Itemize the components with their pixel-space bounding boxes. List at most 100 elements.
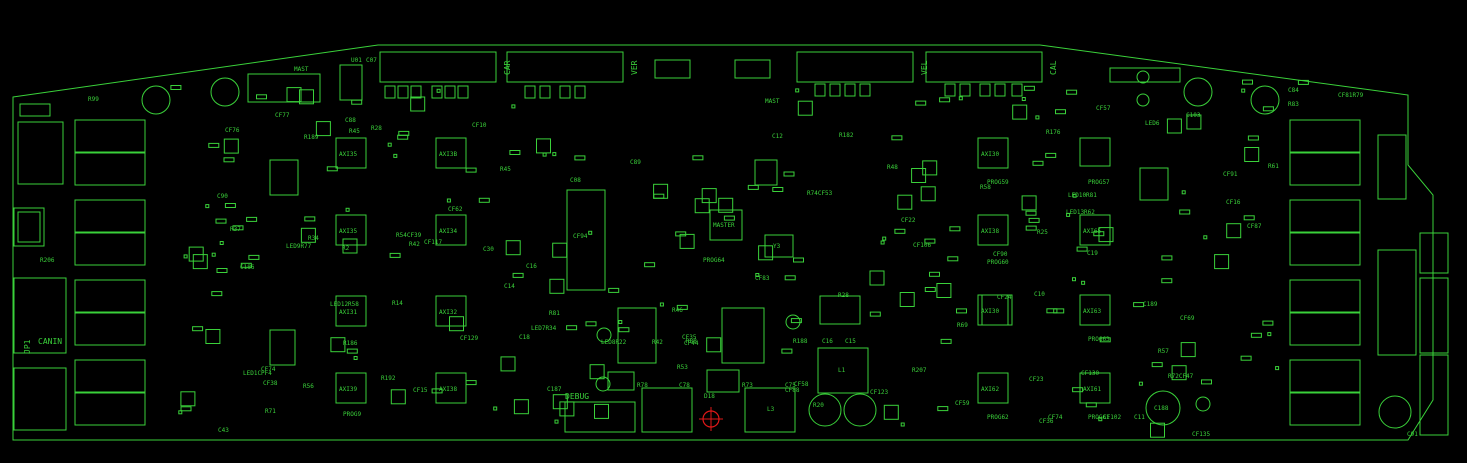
label-d18: D18 [704, 393, 715, 400]
refdes-label: C12 [772, 133, 783, 140]
pad [389, 252, 401, 258]
label-vel: VEL [920, 60, 929, 75]
pad [1226, 223, 1242, 239]
refdes-label: R45 [500, 166, 511, 173]
pad [1032, 160, 1044, 166]
chip: AXI34 [435, 214, 467, 246]
component-box [607, 371, 635, 391]
right-connector [1419, 232, 1449, 274]
label-u01: U01 [351, 57, 362, 64]
pad [653, 183, 669, 199]
refdes-label: LED13R62 [1066, 209, 1095, 216]
pad [192, 326, 204, 332]
pad [922, 160, 938, 176]
pad [797, 100, 813, 116]
pad [549, 278, 565, 294]
refdes-label: R48 [887, 164, 898, 171]
pad [1046, 308, 1058, 314]
label-r206: R206 [40, 257, 55, 264]
left-block [17, 121, 64, 185]
pad [232, 225, 244, 231]
label-c15: C15 [845, 338, 856, 345]
pad [790, 318, 802, 324]
pad [1133, 302, 1145, 308]
pad [772, 187, 784, 192]
refdes-label: C186 [240, 264, 255, 271]
pad [1244, 147, 1260, 162]
pad [1267, 332, 1272, 337]
pad [315, 121, 331, 137]
label-c07: C07 [366, 57, 377, 64]
pad [387, 142, 392, 147]
component-box [785, 314, 801, 330]
inductor-l1 [817, 347, 869, 394]
pad [390, 389, 406, 405]
right-connector [1419, 354, 1449, 436]
pad [1240, 355, 1252, 361]
refdes-label: CF106 [913, 242, 931, 249]
round-capacitor [141, 85, 171, 115]
refdes-label: R34 [308, 235, 319, 242]
chip: AXI39 [335, 372, 367, 404]
pad [211, 291, 223, 297]
pad [940, 338, 952, 344]
refdes-label: C188 [1154, 405, 1169, 412]
refdes-label: C90 [217, 193, 228, 200]
component-box [654, 59, 691, 79]
refdes-label: CF74 [261, 366, 276, 373]
pad [594, 403, 609, 419]
pad [574, 155, 586, 161]
refdes-label: CF22 [901, 217, 916, 224]
chip-label: AXI35 [339, 228, 357, 235]
pad [1098, 417, 1103, 422]
pad [676, 304, 688, 310]
chip-label: AXI38 [981, 228, 999, 235]
refdes-label: LED9R77 [286, 243, 312, 250]
refdes-label: R58 [980, 184, 991, 191]
pad [1035, 115, 1040, 120]
pad [493, 406, 498, 411]
refdes-label: CF123 [870, 389, 888, 396]
component-box [1136, 70, 1150, 84]
right-connector [1377, 134, 1407, 200]
pad [706, 337, 722, 353]
pad [342, 238, 358, 254]
chip: AXI38 [435, 372, 467, 404]
pad [248, 254, 260, 260]
center-block [721, 307, 765, 364]
label-y3: Y3 [773, 243, 781, 250]
pad [205, 329, 221, 344]
pad [1072, 277, 1076, 282]
chip-label: AXI32 [439, 309, 457, 316]
label-c84: C84 [1288, 87, 1299, 94]
connector-vel [796, 51, 914, 83]
label-prog57: PROG57 [1088, 179, 1110, 186]
component-box [1139, 167, 1169, 201]
pad [718, 197, 734, 213]
component-box [981, 294, 1013, 326]
label-canin: CANIN [38, 337, 62, 346]
pad [552, 152, 557, 157]
chip: AXI35 [335, 137, 367, 169]
refdes-label: R37 [230, 226, 241, 233]
label-r99: R99 [88, 96, 99, 103]
label-mast2: MAST [765, 98, 780, 105]
pad [211, 252, 216, 257]
refdes-label: CF74 [1048, 414, 1063, 421]
connector-cal [925, 51, 1043, 83]
refdes-label: R207 [912, 367, 927, 374]
pad [224, 203, 236, 208]
refdes-label: CF10 [472, 122, 487, 129]
pad [500, 356, 516, 372]
refdes-label: R56 [303, 383, 314, 390]
pad [509, 150, 521, 155]
label-c08: C08 [570, 177, 581, 184]
label-r83: R83 [1288, 101, 1299, 108]
debug-header [564, 401, 636, 433]
chip-label: AXI62 [981, 386, 999, 393]
chip-label: AXI63 [1083, 308, 1101, 315]
chip-label: AXI61 [1083, 386, 1101, 393]
connector-ver [506, 51, 624, 83]
pad [1186, 114, 1202, 130]
